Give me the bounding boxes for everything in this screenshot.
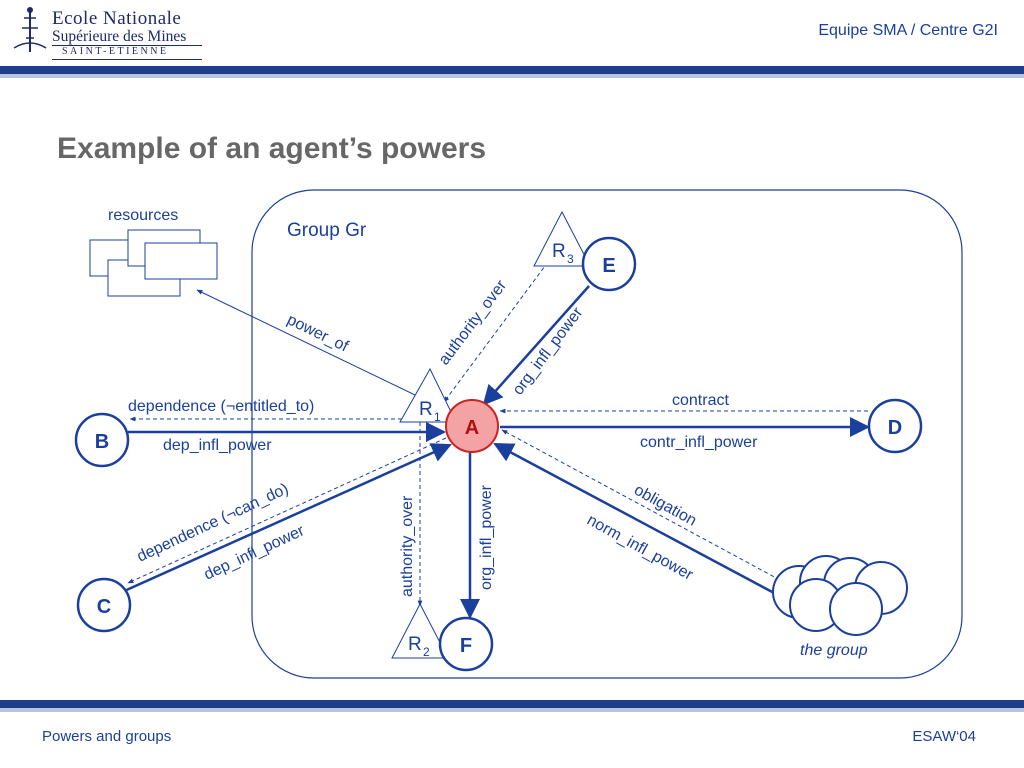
the-group-label: the group [800,642,868,659]
role-r3: R 3 [533,210,591,267]
agent-node-d: D [867,398,923,454]
authority-over-top-edge [443,261,549,403]
agent-node-c: C [76,577,132,633]
agent-node-b: B [74,412,130,468]
resources-icon [89,229,218,297]
footer-conference: ESAW‘04 [912,728,976,745]
role-r3-label: R [552,241,566,262]
obligation-edge [501,429,781,581]
agent-node-f-label: F [460,635,472,657]
power-of-edge [196,289,441,408]
school-logo: Ecole Nationale Supérieure des Mines SAI… [10,4,210,66]
dependence-entitled-label: dependence (¬entitled_to) [128,398,314,415]
agent-node-a-label: A [465,417,479,439]
role-r3-subscript: 3 [567,252,574,266]
role-r1-subscript: 1 [434,410,441,424]
contr-infl-power-label: contr_infl_power [640,434,758,451]
group-cluster-icon [772,555,908,636]
logo-text-line1: Ecole Nationale [52,8,182,29]
agent-node-d-label: D [888,417,902,439]
agent-node-e: E [581,236,637,292]
dep-infl-power-b-label: dep_infl_power [163,437,272,454]
footer-band [0,700,1024,708]
footer-band-light [0,708,1024,712]
agent-node-e-label: E [602,255,615,277]
resources-label: resources [108,207,178,224]
agent-node-f: F [438,616,494,672]
org-infl-power-bottom-label: org_infl_power [478,484,495,590]
dep-infl-power-c-edge [121,443,452,594]
role-r1-label: R [419,399,433,420]
dependence-can-do-edge [127,437,447,584]
logo-rule [52,59,202,60]
agent-node-b-label: B [95,431,109,453]
slide-title: Example of an agent’s powers [57,132,487,165]
logo-text-line3: SAINT-ETIENNE [62,46,169,57]
header-band [0,66,1024,74]
logo-text-line2: Supérieure des Mines [52,28,187,45]
power-of-label: power_of [284,311,351,355]
footer-topic: Powers and groups [42,728,172,745]
role-r2-subscript: 2 [423,645,430,659]
authority-over-top-label: authority_over [436,277,511,369]
logo-rule [52,45,202,46]
role-r2-label: R [408,634,422,655]
org-infl-power-top-edge [482,285,590,406]
header-team-label: Equipe SMA / Centre G2I [818,22,998,39]
role-r2: R 2 [391,602,449,659]
contract-label: contract [672,392,729,409]
header-band-light [0,74,1024,78]
logo-emblem-icon [13,7,47,52]
group-boundary [251,189,963,679]
norm-infl-power-edge [493,442,777,596]
agent-node-c-label: C [97,596,111,618]
role-r1: R 1 [399,367,457,424]
group-label: Group Gr [287,220,367,241]
org-infl-power-top-label: org_infl_power [510,304,587,399]
agent-node-a: A [445,399,499,453]
authority-over-bottom-label: authority_over [399,495,416,597]
